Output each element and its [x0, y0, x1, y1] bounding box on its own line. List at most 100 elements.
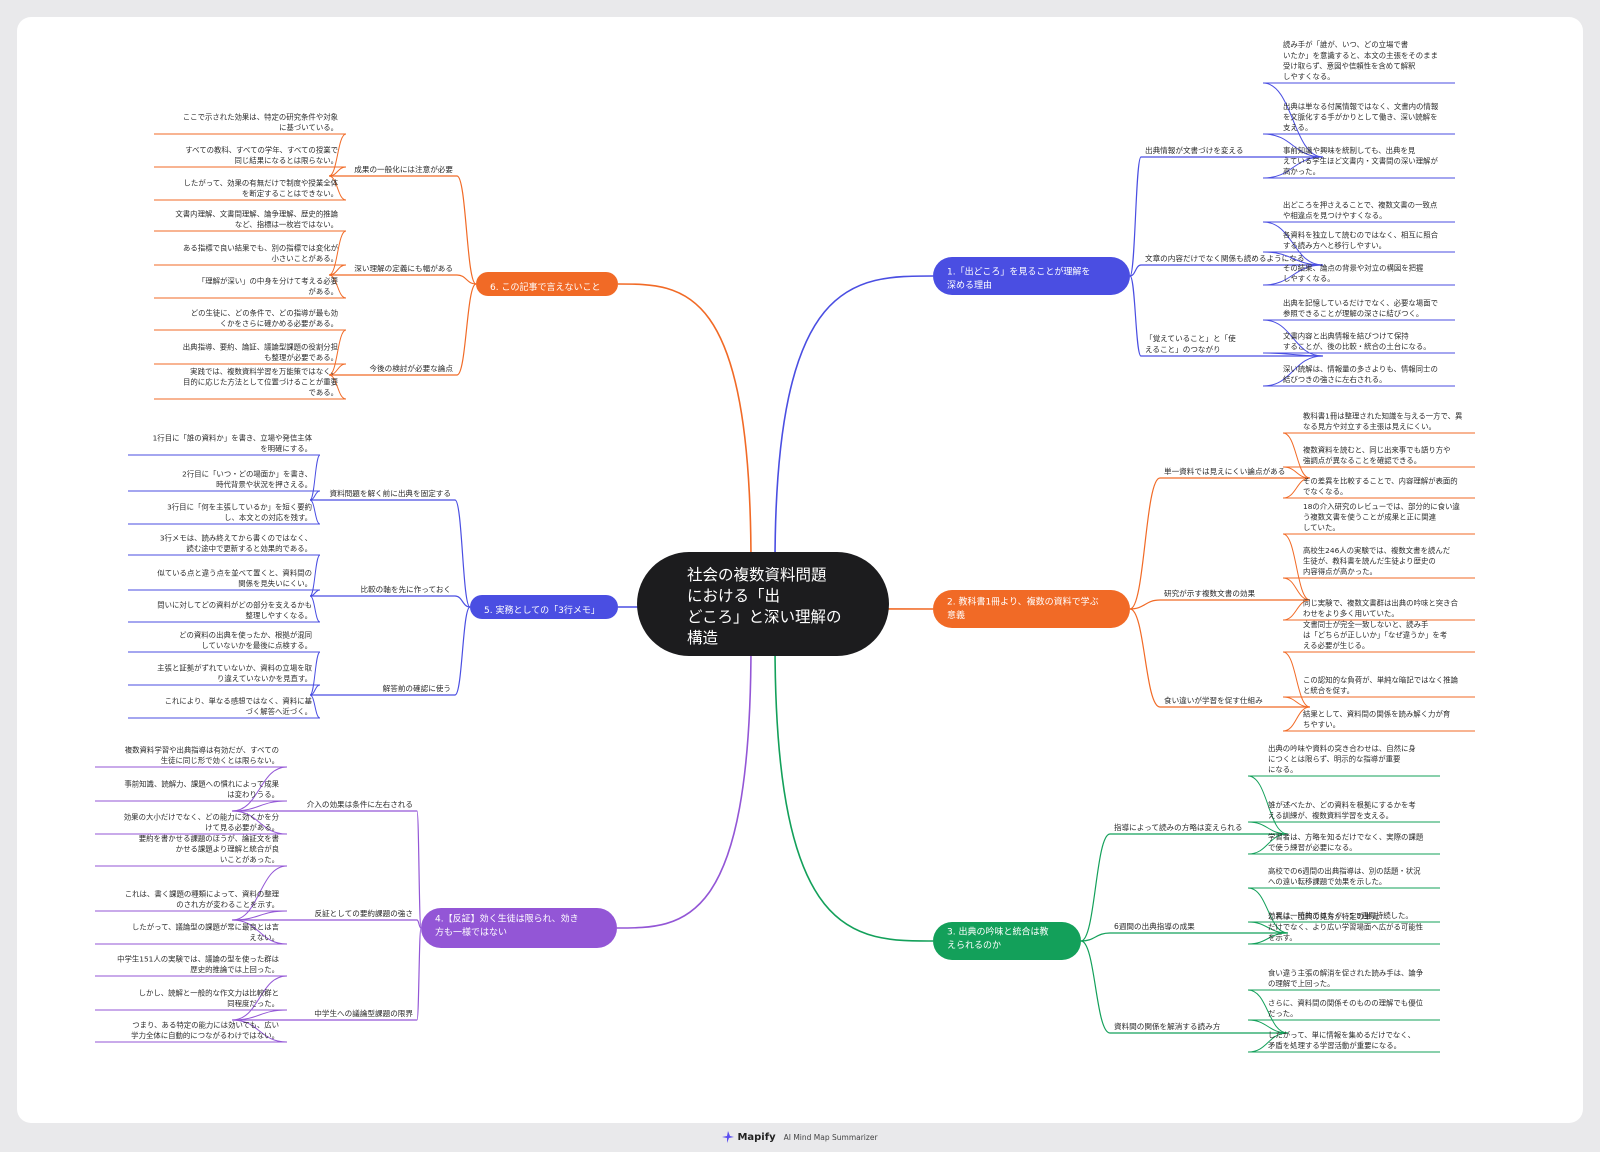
subtopic-2[interactable]: 6週間の出典指導の成果 高校での6週間の出典指導は、別の話題・状況への遠い転移課題…	[1080, 866, 1440, 945]
leaf-text: 文書同士が完全一致しないと、読み手は「どちらが正しいか」「なぜ違うか」を考える必…	[1303, 620, 1447, 650]
branch-node[interactable]: 2. 教科書1冊より、複数の資料で学ぶ意義	[933, 590, 1130, 628]
branch-node[interactable]: 1.「出どころ」を見ることが理解を深める理由	[933, 257, 1130, 295]
branch-subtopic-connector	[1080, 940, 1111, 1034]
subtopic-3[interactable]: 今後の検討が必要な論点 どの生徒に、どの条件で、どの指導が最も効くかをさらに確かめ…	[154, 283, 477, 400]
leaf-text-line: 結びつきの強さに左右される。	[1283, 375, 1386, 384]
subtopic-1[interactable]: 指導によって読みの方略は変えられる出典の吟味や資料の突き合わせは、自然に身につく…	[1080, 744, 1440, 942]
leaf-text-line: を示す。	[1268, 933, 1297, 942]
leaf-text-line: 読み手が「誰が、いつ、どの立場で書	[1283, 40, 1408, 49]
leaf-text-line: 高校生246人の実験では、複数文書を読んだ	[1303, 546, 1451, 555]
subtopic-1[interactable]: 成果の一般化には注意が必要ここで示された効果は、特定の研究条件や対象に基づいてい…	[154, 112, 477, 285]
subtopic-leaf-connector	[231, 865, 288, 921]
branch-pill[interactable]	[421, 908, 617, 948]
leaf-text-line: 文書内理解、文書間理解、論争理解、歴史的推論	[175, 209, 338, 218]
leaf-node: 1行目に「誰の資料か」を書き、立場や発信主体を明確にする。	[128, 433, 321, 501]
branch-node[interactable]: 4.【反証】効く生徒は限られ、効き方も一様ではない	[421, 908, 617, 948]
leaf-text-line: いことがあった。	[220, 855, 279, 864]
subtopic-3[interactable]: 解答前の確認に使うどの資料の出典を使ったか、根拠が混同していないかを最後に点検す…	[128, 606, 471, 719]
root-pill[interactable]	[637, 552, 889, 656]
branch-pill[interactable]	[476, 272, 618, 296]
root-branch-connector	[774, 275, 934, 565]
subtopic-2[interactable]: 深い理解の定義にも幅がある文書内理解、文書間理解、論争理解、歴史的推論など、指標…	[154, 209, 477, 299]
subtopic-2[interactable]: 比較の軸を先に作っておく3行メモは、読み終えてから書くのではなく、読む途中で更新…	[128, 533, 471, 623]
subtopic-label-line: 6週間の出典指導の成果	[1114, 921, 1195, 931]
leaf-text-line: 3行メモは、読み終えてから書くのではなく、	[160, 533, 312, 542]
leaf-text-line: し、本文との対応を残す。	[224, 513, 312, 522]
subtopic-label-line: 今後の検討が必要な論点	[369, 363, 453, 373]
subtopic-leaf-connector	[231, 810, 288, 835]
leaf-text: 高校での6週間の出典指導は、別の話題・状況への遠い転移課題で効果を示した。	[1268, 866, 1421, 886]
leaf-node: 深い読解は、情報量の多さよりも、情報同士の結びつきの強さに左右される。	[1262, 355, 1455, 387]
leaf-text-line: これにより、単なる感想ではなく、資料に基	[165, 696, 313, 705]
brand-logo[interactable]: Mapify	[722, 1131, 776, 1143]
root-node[interactable]: 社会の複数資料問題における「出どころ」と深い理解の構造	[637, 552, 889, 656]
leaf-text-line: づく解答へ近づく。	[245, 707, 312, 716]
subtopic-leaf-connector	[1282, 577, 1311, 601]
leaf-text-line: 高かった。	[1283, 167, 1320, 176]
subtopic-2[interactable]: 研究が示す複数文書の効果18の介入研究のレビューでは、部分的に食い違う複数文書を…	[1129, 502, 1475, 621]
subtopic-leaf-connector	[1262, 319, 1324, 357]
subtopic-leaf-connector	[231, 919, 288, 945]
leaf-text-line: は変わりうる。	[227, 790, 279, 799]
subtopic-leaf-connector	[309, 651, 321, 696]
subtopic-leaf-connector	[1282, 432, 1311, 479]
subtopic-1[interactable]: 資料問題を解く前に出典を固定する1行目に「誰の資料か」を書き、立場や発信主体を明…	[128, 433, 471, 608]
subtopic-2[interactable]: 反証としての要約課題の強さ要約を書かせる課題のほうが、論証文を書かせる課題より理…	[95, 834, 422, 945]
leaf-node: 効果の大小だけでなく、どの能力に効くかを分けて見る必要がある。	[95, 810, 288, 835]
leaf-text: その差異を比較することで、内容理解が表面的でなくなる。	[1303, 476, 1458, 496]
leaf-node: 複数資料を読むと、同じ出来事でも語り方や強調点が異なることを確認できる。	[1282, 445, 1475, 479]
subtopic-leaf-connector	[1247, 887, 1289, 934]
subtopic-label: 反証としての要約課題の強さ	[315, 908, 414, 918]
subtopic-1[interactable]: 介入の効果は条件に左右される複数資料学習や出典指導は有効だが、すべての生徒に同じ…	[95, 745, 422, 929]
subtopic-1[interactable]: 単一資料では見えにくい論点がある教科書1冊は整理された知識を与える一方で、異なる…	[1129, 411, 1475, 610]
leaf-text-line: 小さいことがある。	[271, 254, 338, 263]
subtopic-2[interactable]: 文章の内容だけでなく関係も読めるようになる出どころを押さえることで、複数文書の一…	[1129, 200, 1455, 286]
branch-pill[interactable]	[933, 257, 1130, 295]
leaf-text-line: どの資料の出典を使ったか、根拠が混同	[179, 630, 312, 639]
leaf-text: 中学生151人の実験では、議論の型を使った群は歴史的推論では上回った。	[117, 954, 280, 974]
branch-node[interactable]: 5. 実務としての「3行メモ」	[470, 595, 618, 619]
subtopic-3[interactable]: 資料間の関係を解消する読み方食い違う主張の解消を促された読み手は、論争の理解で上…	[1080, 940, 1440, 1053]
leaf-text-line: 深い読解は、情報量の多さよりも、情報同士の	[1283, 364, 1438, 373]
leaf-text-line: していた。	[1303, 523, 1340, 532]
branch-node[interactable]: 6. この記事で言えないこと	[476, 272, 618, 296]
leaf-text: 事前知識や興味を統制しても、出典を見えている学生ほど文書内・文書間の深い理解が高…	[1283, 146, 1438, 176]
leaf-text: どの生徒に、どの条件で、どの指導が最も効くかをさらに確かめる必要がある。	[191, 308, 338, 328]
leaf-node: したがって、効果の有無だけで制度や授業全体を断定することはできない。	[154, 175, 347, 201]
leaf-text: 3行メモは、読み終えてから書くのではなく、読む途中で更新すると効果的である。	[160, 533, 312, 553]
leaf-text-line: だけでなく、より広い学習場面へ広がる可能性	[1268, 922, 1423, 931]
leaf-text-line: しかし、読解と一般的な作文力は比較群と	[139, 988, 279, 997]
subtopic-leaf-connector	[309, 554, 321, 597]
leaf-node: 出典を記憶しているだけでなく、必要な場面で参照できることが理解の深さに結びつく。	[1262, 298, 1455, 357]
leaf-text: 1行目に「誰の資料か」を書き、立場や発信主体を明確にする。	[153, 433, 313, 453]
leaf-text-line: を断定することはできない。	[242, 189, 338, 198]
leaf-text-line: を明確にする。	[260, 444, 312, 453]
leaf-node: 似ている点と違う点を並べて置くと、資料間の関係を見失いにくい。	[128, 568, 321, 597]
leaf-text: 問いに対してどの資料がどの部分を支えるかも整理しやすくなる。	[157, 600, 312, 620]
leaf-node: 同じ実験で、複数文書群は出典の吟味と突き合わせをより多く用いていた。	[1282, 598, 1475, 621]
branch-title: 2. 教科書1冊より、複数の資料で学ぶ意義	[947, 595, 1099, 621]
subtopic-label: 文章の内容だけでなく関係も読めるようになる	[1145, 253, 1304, 263]
leaf-text: 学習者は、方略を知るだけでなく、実際の課題で使う練習が必要になる。	[1268, 832, 1424, 852]
leaf-text-line: なる見方や対立する主張は見えにくい。	[1303, 422, 1436, 431]
branch-node[interactable]: 3. 出典の吟味と統合は教えられるのか	[933, 922, 1081, 960]
leaf-text-line: 効果は一時的ではなく、5.5週間持続した。	[1268, 911, 1413, 920]
branch-pill[interactable]	[470, 595, 618, 619]
leaf-text-line: 誰が述べたか、どの資料を根拠にするかを考	[1268, 800, 1416, 809]
subtopic-1[interactable]: 出典情報が文書づけを変える読み手が「誰が、いつ、どの立場で書いたか」を意識すると…	[1129, 40, 1455, 277]
leaf-node: さらに、資料間の関係そのものの理解でも優位だった。	[1247, 998, 1440, 1034]
leaf-text-line: を文脈化する手がかりとして働き、深い読解を	[1283, 112, 1437, 121]
subtopic-3[interactable]: 食い違いが学習を促す仕組み文書同士が完全一致しないと、読み手は「どちらが正しいか…	[1129, 608, 1475, 732]
leaf-text-line: しやすくなる。	[1283, 72, 1335, 81]
branch-subtopic-connector	[1129, 275, 1142, 357]
subtopic-3[interactable]: 「覚えていること」と「使えること」のつながり出典を記憶しているだけでなく、必要な…	[1129, 275, 1455, 387]
leaf-text-line: り違えていないかを見直す。	[217, 674, 312, 683]
leaf-text: 複数資料を読むと、同じ出来事でも語り方や強調点が異なることを確認できる。	[1303, 445, 1451, 465]
branch-title: 1.「出どころ」を見ることが理解を深める理由	[947, 265, 1090, 291]
subtopic-leaf-connector	[1262, 82, 1324, 158]
branch-pill[interactable]	[933, 922, 1081, 960]
branch-pill[interactable]	[933, 590, 1130, 628]
subtopic-3[interactable]: 中学生への議論型課題の限界中学生151人の実験では、議論の型を使った群は歴史的推…	[95, 927, 422, 1043]
leaf-text-line: 矛盾を処理する学習活動が重要になる。	[1268, 1041, 1401, 1050]
